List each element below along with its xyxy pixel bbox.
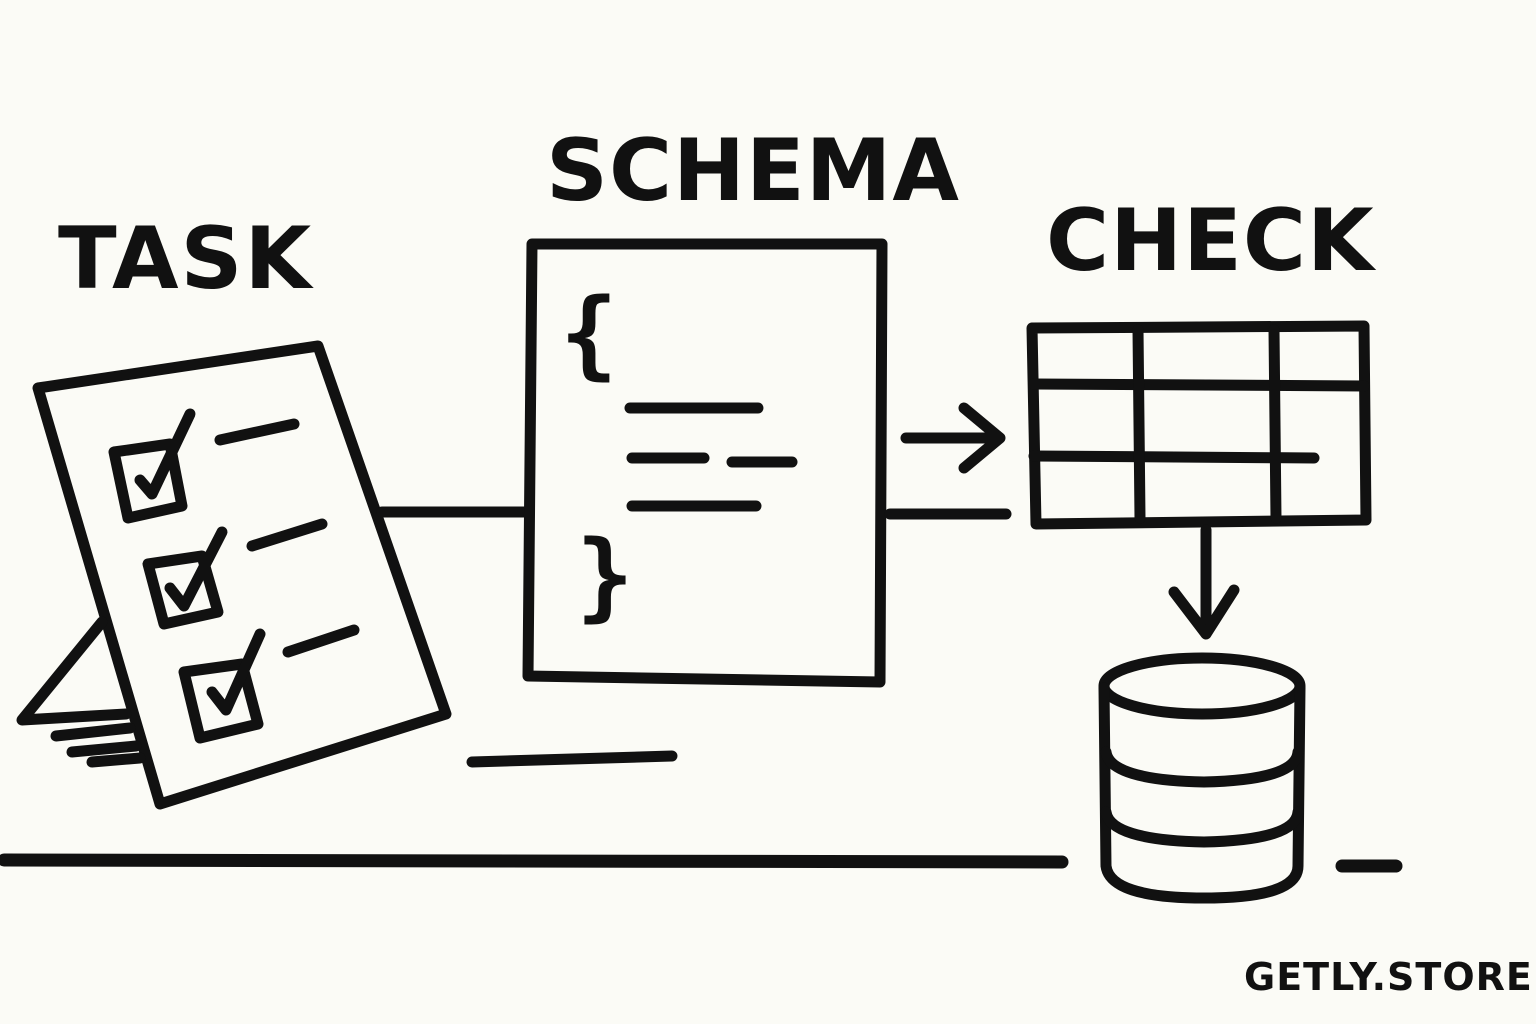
arrow-schema-to-check <box>900 402 1006 474</box>
schema-underline <box>466 750 678 768</box>
database-cylinder-icon <box>1098 652 1306 904</box>
table-col-line-2 <box>1268 324 1282 524</box>
table-col-line-1 <box>1132 324 1146 524</box>
clipboard-page-edge-3 <box>86 752 146 768</box>
checkbox-1-box <box>108 438 188 524</box>
check-label: CHECK <box>1046 191 1375 291</box>
checkbox-2-box <box>142 550 224 630</box>
checkbox-3-box <box>178 658 264 744</box>
database-body <box>1098 682 1306 904</box>
schema-label: SCHEMA <box>546 121 960 221</box>
table-grid-icon <box>1026 320 1372 530</box>
checklist-clipboard-icon <box>16 340 452 810</box>
table-row-line-1 <box>1028 378 1370 392</box>
checkmark-2-icon <box>164 526 228 612</box>
task-label: TASK <box>58 209 314 309</box>
checklist-line-2 <box>246 518 328 552</box>
json-schema-document-icon <box>522 238 888 688</box>
clipboard-page-edge-1 <box>50 722 136 742</box>
checkbox-item-2 <box>142 518 328 630</box>
table-frame <box>1026 320 1372 530</box>
clipboard-stand <box>16 616 132 726</box>
checkmark-3-icon <box>206 628 266 716</box>
schema-document-frame <box>522 238 888 688</box>
database-band-2 <box>1100 806 1304 848</box>
checkmark-1-icon <box>134 408 196 500</box>
arrow-down-icon <box>1168 584 1240 640</box>
clipboard-page-edge-2 <box>66 740 142 758</box>
checklist-line-3 <box>282 624 360 658</box>
database-band-1 <box>1100 746 1304 788</box>
arrow-right-icon <box>958 402 1006 474</box>
schema-open-brace: { <box>560 278 618 390</box>
brand-watermark: GETLY.STORE <box>1244 955 1533 999</box>
database-top <box>1098 652 1306 720</box>
ground-line <box>0 853 1069 869</box>
clipboard-board <box>32 340 452 810</box>
checkbox-item-1 <box>108 408 300 524</box>
schema-close-brace: } <box>576 520 634 632</box>
table-row-line-2 <box>1028 450 1320 464</box>
arrow-check-to-database <box>1168 524 1240 640</box>
checkbox-item-3 <box>178 624 360 744</box>
checklist-line-1 <box>214 418 300 446</box>
